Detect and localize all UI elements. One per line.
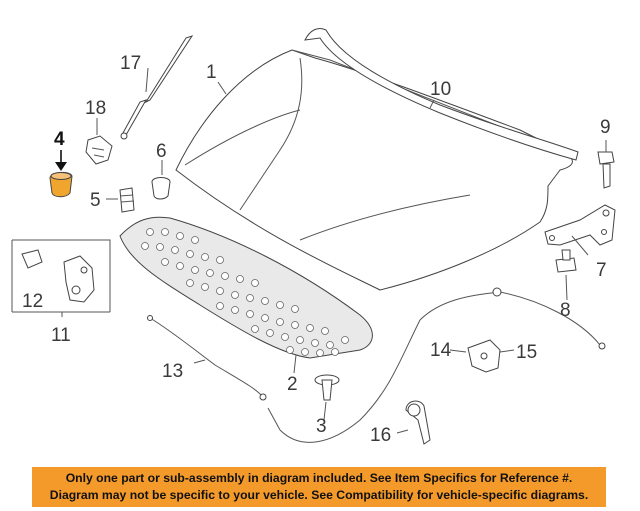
- leader-lines: [61, 67, 607, 434]
- disclaimer-line-2: Diagram may not be specific to your vehi…: [49, 488, 589, 502]
- bumper-5: [119, 187, 135, 213]
- callout-16: 16: [370, 425, 391, 446]
- callout-12: 12: [22, 291, 43, 312]
- callout-17: 17: [120, 53, 141, 74]
- hood-panel: [175, 49, 573, 291]
- callout-11: 11: [51, 325, 71, 346]
- hood-bumper-part-4: [49, 171, 73, 198]
- hood-seal: [304, 27, 579, 161]
- hood-insulator: [119, 216, 373, 359]
- latch-assembly-box: [11, 239, 111, 313]
- clip-18: [85, 135, 113, 165]
- callout-18: 18: [85, 98, 106, 119]
- callout-15: 15: [516, 342, 537, 363]
- bolt-9: [597, 151, 615, 189]
- release-bracket: [467, 339, 501, 373]
- callout-1: 1: [206, 62, 217, 83]
- bumper-6: [151, 177, 171, 200]
- callout-4: 4: [54, 129, 65, 150]
- hood-hinge: [544, 204, 616, 246]
- prop-rod: [120, 35, 194, 140]
- callout-13: 13: [162, 361, 183, 382]
- callout-3: 3: [316, 416, 327, 437]
- callout-6: 6: [156, 141, 167, 162]
- push-pin: [314, 374, 340, 401]
- callout-8: 8: [560, 300, 571, 321]
- disclaimer-banner: Only one part or sub-assembly in diagram…: [32, 467, 606, 507]
- release-cable-14: [267, 287, 606, 443]
- release-cable-13: [147, 315, 267, 401]
- callout-5: 5: [90, 190, 101, 211]
- callout-10: 10: [430, 79, 451, 100]
- callout-9: 9: [600, 117, 611, 138]
- callout-14: 14: [430, 340, 452, 361]
- bolt-8: [555, 249, 577, 273]
- part-4-arrow: [55, 150, 67, 171]
- callout-7: 7: [596, 260, 607, 281]
- callout-2: 2: [287, 374, 298, 395]
- disclaimer-line-1: Only one part or sub-assembly in diagram…: [65, 471, 573, 485]
- release-handle: [405, 400, 431, 445]
